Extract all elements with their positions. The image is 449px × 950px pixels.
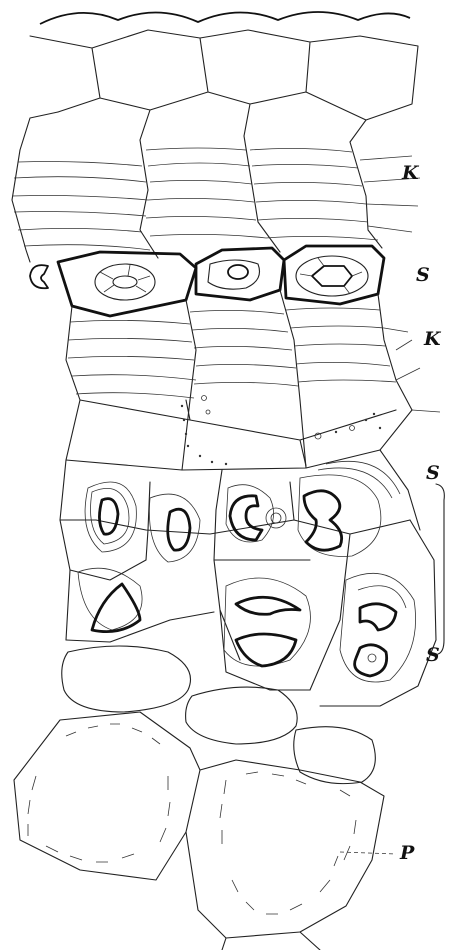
- cork-layer-upper: [12, 136, 420, 262]
- p-pointer-line: [340, 852, 396, 854]
- outer-cuticle: [40, 12, 410, 24]
- cork-layer-lower: [66, 290, 440, 470]
- label-k-top: K: [402, 164, 419, 183]
- stone-cell-group: [60, 450, 436, 706]
- label-k-lower: K: [424, 330, 441, 349]
- group-bracket: [436, 484, 444, 654]
- label-s-group-bottom: S: [426, 646, 440, 665]
- label-s-group-top: S: [426, 464, 440, 483]
- sclereid-row: [30, 246, 384, 316]
- label-p: P: [400, 844, 414, 863]
- parenchyma-cells: [14, 712, 384, 950]
- epidermal-cells: [20, 30, 418, 150]
- label-s-sclereid: S: [416, 266, 430, 285]
